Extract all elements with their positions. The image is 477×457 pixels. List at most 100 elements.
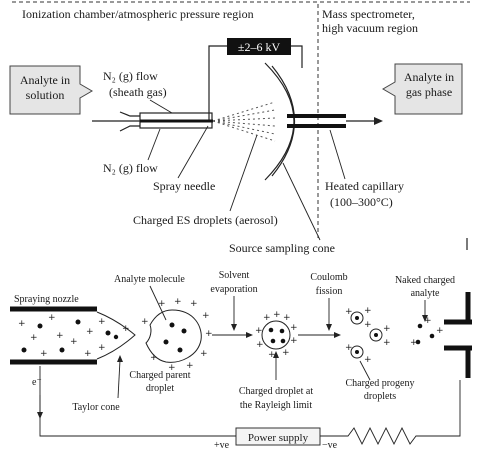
minus-ve-label: −ve: [322, 440, 338, 451]
svg-text:+: +: [190, 299, 198, 309]
svg-text:+: +: [205, 329, 213, 339]
spray-plume: [212, 101, 276, 142]
svg-text:+: +: [345, 343, 353, 353]
resistor: [320, 380, 461, 446]
source-cone-inner: [271, 65, 296, 177]
analyte-in-solution-label-1: Analyte in: [20, 73, 70, 87]
solvent-label-2: evaporation: [210, 284, 257, 295]
gas-phase-arrowhead: [374, 117, 383, 125]
analyte-in-solution-label-2: solution: [26, 88, 65, 102]
region-right-label-1: Mass spectrometer,: [322, 7, 415, 21]
svg-text:+: +: [436, 326, 444, 336]
svg-text:+: +: [364, 355, 372, 365]
spraying-nozzle-label: Spraying nozzle: [14, 294, 79, 305]
svg-text:+: +: [424, 316, 432, 326]
svg-text:+: +: [268, 350, 276, 360]
progeny-pointer: [359, 360, 371, 381]
analyte-gas-phase-label-2: gas phase: [406, 85, 452, 99]
n2-inflow-bottom: [119, 125, 140, 132]
svg-text:+: +: [200, 349, 208, 359]
svg-text:+: +: [48, 313, 56, 323]
charged-droplets-label: Charged ES droplets (aerosol): [133, 213, 278, 227]
power-supply-box: [235, 427, 321, 446]
analyte-gas-phase-callout: [382, 63, 463, 115]
taylor-cone-pointer: [117, 359, 121, 399]
heated-capillary-label-2: (100–300°C): [330, 195, 393, 209]
coulomb-label-2: fission: [316, 286, 343, 297]
heated-capillary-pointer: [329, 129, 346, 180]
spray-needle-label: Spray needle: [153, 179, 215, 193]
svg-text:+: +: [141, 317, 149, 327]
circuit-left-wire: [39, 366, 212, 437]
parent-droplet-label-2: droplet: [146, 383, 175, 394]
n2-flow-pointer: [147, 128, 161, 161]
n2-sheath-label-1: N₂ (g) flow: [103, 69, 158, 83]
analyte-molecule-pointer: [149, 285, 167, 321]
svg-text:+: +: [168, 363, 176, 373]
source-cone-outer: [264, 62, 295, 181]
n2-sheath-label-2: (sheath gas): [109, 85, 167, 99]
svg-text:+: +: [255, 326, 263, 336]
spraying-nozzle: + + + + + + + + + + +: [10, 306, 136, 365]
voltage-box: [227, 38, 291, 55]
solvent-label-1: Solvent: [219, 270, 250, 281]
parent-droplet: + + + + + + + + + +: [141, 297, 213, 373]
charged-droplets-pointer: [229, 134, 258, 212]
analyte-gas-phase-label-1: Analyte in: [404, 70, 454, 84]
coulomb-label-1: Coulomb: [310, 272, 347, 283]
naked-analyte-label-2: analyte: [411, 288, 440, 299]
source-cone-label: Source sampling cone: [229, 241, 335, 255]
svg-text:+: +: [282, 348, 290, 358]
svg-text:+: +: [18, 319, 26, 329]
n2-flow-label: N₂ (g) flow: [103, 161, 158, 175]
svg-text:+: +: [256, 340, 264, 350]
region-right-label-2: high vacuum region: [322, 21, 418, 35]
svg-text:+: +: [158, 299, 166, 309]
svg-text:+: +: [364, 306, 372, 316]
electron-label: e⁻: [32, 377, 42, 388]
svg-text:+: +: [383, 324, 391, 334]
region-left-label: Ionization chamber/atmospheric pressure …: [22, 7, 254, 21]
svg-text:+: +: [186, 361, 194, 371]
svg-text:+: +: [202, 311, 210, 321]
source-cone-pointer: [282, 162, 321, 241]
analyte-molecule-label: Analyte molecule: [114, 274, 185, 285]
rayleigh-label-2: the Rayleigh limit: [240, 400, 312, 411]
rayleigh-label-1: Charged droplet at: [239, 386, 313, 397]
svg-text:+: +: [86, 327, 94, 337]
n2-inflow-top: [119, 111, 140, 117]
svg-text:+: +: [410, 338, 418, 348]
parent-droplet-label-1: Charged parent: [129, 370, 190, 381]
voltage-wire-cone: [291, 45, 303, 68]
naked-analyte: + + +: [410, 316, 444, 348]
ms-inlet: [444, 292, 472, 378]
analyte-in-solution-callout: [9, 65, 93, 115]
voltage-wire-needle: [208, 45, 227, 121]
power-supply-label: Power supply: [248, 432, 309, 444]
svg-text:+: +: [174, 297, 182, 307]
naked-analyte-label-1: Naked charged: [395, 275, 455, 286]
svg-text:+: +: [383, 338, 391, 348]
svg-text:+: +: [290, 336, 298, 346]
svg-text:+: +: [84, 349, 92, 359]
rayleigh-droplet: + + + + + + + + +: [255, 310, 298, 360]
n2-sheath-pointer: [149, 99, 173, 114]
progeny-label-1: Charged progeny: [346, 378, 415, 389]
progeny-droplets: + + + + + + +: [345, 306, 391, 365]
svg-text:+: +: [98, 343, 106, 353]
svg-text:+: +: [283, 313, 291, 323]
svg-text:+: +: [30, 333, 38, 343]
svg-text:+: +: [40, 349, 48, 359]
svg-text:+: +: [98, 317, 106, 327]
plus-ve-label: +ve: [214, 440, 230, 451]
taylor-cone-label: Taylor cone: [72, 402, 120, 413]
svg-text:+: +: [290, 323, 298, 333]
progeny-label-2: droplets: [364, 391, 396, 402]
spray-needle-pointer: [177, 125, 209, 179]
heated-capillary-label-1: Heated capillary: [325, 179, 404, 193]
svg-text:+: +: [150, 353, 158, 363]
svg-text:+: +: [122, 324, 130, 334]
svg-text:+: +: [263, 313, 271, 323]
svg-text:+: +: [56, 331, 64, 341]
